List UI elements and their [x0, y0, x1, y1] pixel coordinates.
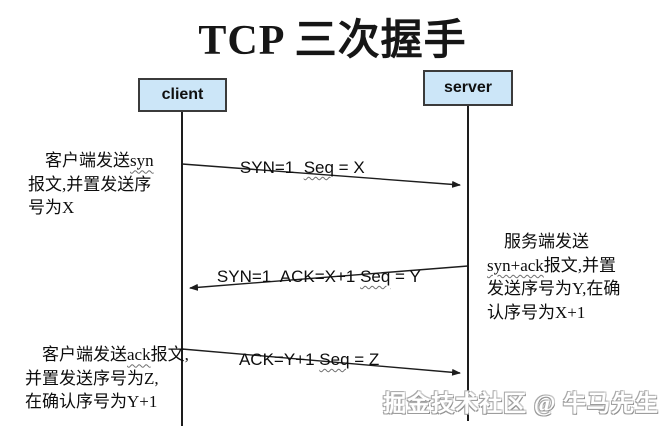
client-ack-annotation-wavy: ack	[127, 345, 151, 365]
syn-ack-label-wavy: Seq	[360, 267, 391, 286]
diagram-title: TCP 三次握手	[198, 18, 467, 64]
syn-label-wavy: Seq	[303, 158, 334, 177]
syn-ack-label-post: = Y	[390, 267, 421, 286]
client-ack-annotation: 客户端发送ack报文, 并置发送序号为Z, 在确认序号为Y+1	[25, 320, 203, 426]
client-syn-annotation-wavy: syn	[130, 151, 154, 171]
ack-label-wavy: Seq	[319, 350, 350, 369]
watermark-text: 掘金技术社区 @ 牛马先生	[383, 391, 659, 416]
server-actor-label: server	[443, 79, 493, 96]
ack-label-post: = Z	[349, 350, 380, 369]
client-actor-label: client	[161, 86, 204, 103]
client-ack-annotation-pre: 客户端发送	[42, 345, 127, 365]
server-annotation-post: 报文,并置 发送序号为Y,在确 认序号为X+1	[487, 255, 621, 322]
client-syn-annotation-post: 报文,并置发送序 号为X	[28, 174, 152, 218]
ack-message-label: ACK=Y+1 Seq = Z	[221, 330, 379, 390]
syn-message-label: SYN=1 Seq = X	[221, 138, 365, 198]
syn-ack-message-label: SYN=1 ACK=X+1 Seq = Y	[198, 247, 421, 307]
syn-label-pre: SYN=1	[239, 158, 304, 177]
syn-ack-label-pre: SYN=1 ACK=X+1	[216, 267, 361, 286]
ack-label-pre: ACK=Y+1	[238, 350, 320, 369]
server-actor-box: server	[423, 70, 513, 106]
client-ack-annotation-post: 报文, 并置发送序号为Z, 在确认序号为Y+1	[25, 345, 189, 412]
client-syn-annotation-pre: 客户端发送	[45, 151, 130, 171]
syn-arrow	[181, 163, 461, 188]
client-syn-annotation: 客户端发送syn 报文,并置发送序 号为X	[28, 126, 188, 243]
server-annotation-pre: 服务端发送	[504, 232, 589, 252]
ack-arrow	[181, 348, 461, 376]
syn-label-post: = X	[333, 158, 365, 177]
syn-ack-arrow	[189, 265, 469, 291]
client-actor-box: client	[138, 78, 227, 112]
server-annotation-wavy: syn+ack	[487, 255, 544, 275]
server-syn-ack-annotation: 服务端发送 syn+ack报文,并置 发送序号为Y,在确 认序号为X+1	[487, 207, 659, 348]
